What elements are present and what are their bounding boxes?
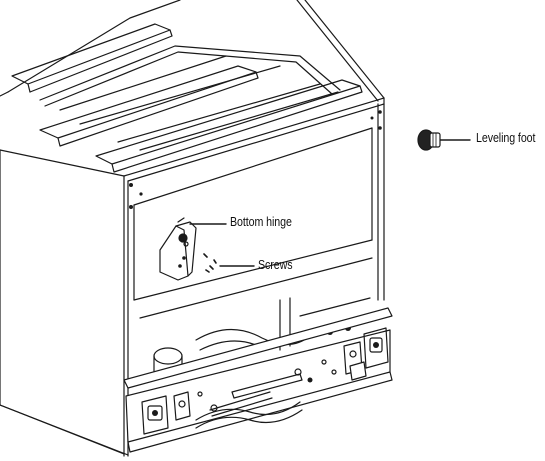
left-base-edge — [0, 404, 125, 455]
screws — [203, 253, 217, 273]
leveling-foot — [417, 129, 441, 151]
bottom-hinge-label: Bottom hinge — [230, 214, 292, 229]
screws-label: Screws — [258, 257, 293, 272]
leveling-foot-label: Leveling foot — [476, 130, 536, 145]
leader-lines — [189, 139, 471, 267]
bottom-hinge — [159, 217, 197, 281]
base-rail — [123, 307, 393, 453]
lower-panel — [133, 239, 373, 373]
top-rails — [11, 23, 363, 173]
